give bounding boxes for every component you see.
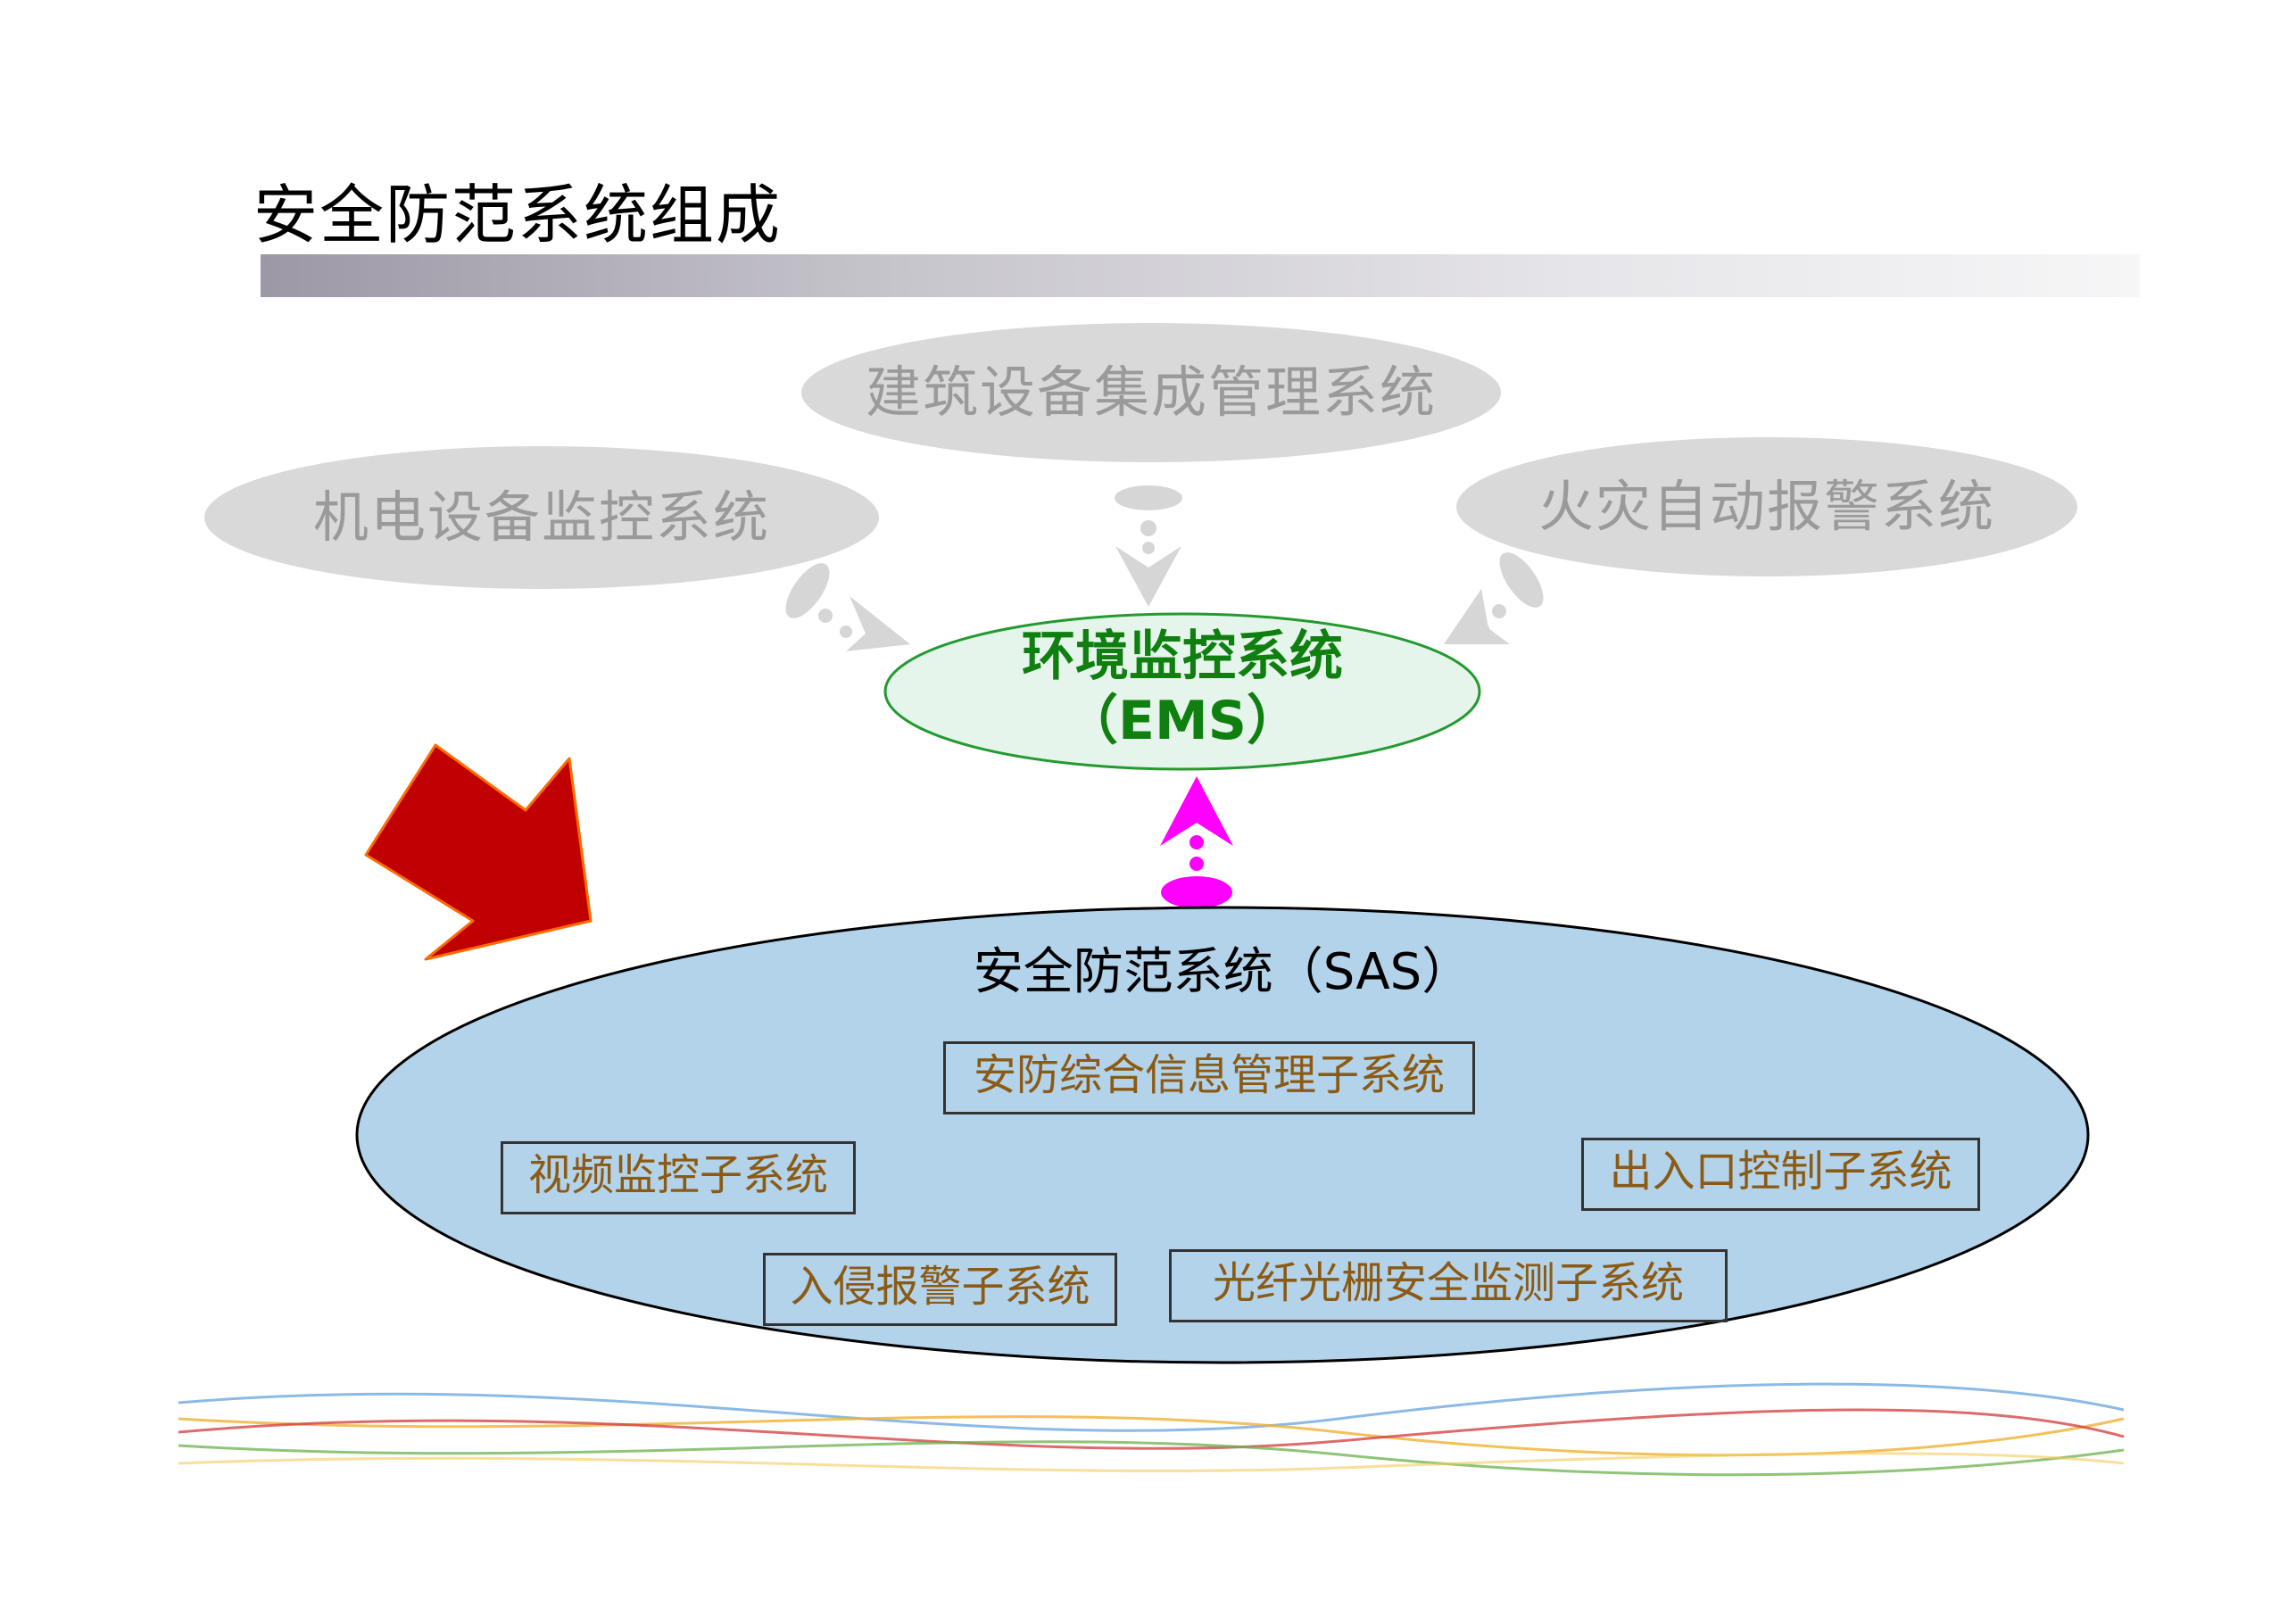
decorative-waves <box>178 1382 2125 1477</box>
sas-name-label: 安全防范系统（SAS） <box>973 943 1472 1001</box>
page-title: 安全防范系统组成 <box>253 178 783 253</box>
subsystem-video-surveillance: 视频监控子系统 <box>501 1141 856 1214</box>
big-red-arrow <box>364 743 593 961</box>
ems-name-label: 环境监控系统 <box>1022 626 1343 688</box>
subsystem-info-management: 安防综合信息管理子系统 <box>943 1041 1475 1114</box>
electro-system-label: 机电设备监控系统 <box>312 485 770 550</box>
building-system-ellipse <box>801 323 1501 462</box>
subsystem-access-control: 出入口控制子系统 <box>1581 1138 1980 1211</box>
title-underline-bar <box>261 254 2140 297</box>
electro-system-ellipse <box>204 446 879 589</box>
building-system-label: 建筑设备集成管理系统 <box>865 360 1437 425</box>
subsystem-fiber-grating-monitoring: 光纤光栅安全监测子系统 <box>1169 1249 1728 1322</box>
sas-ellipse <box>355 906 2090 1364</box>
fire-system-label: 火灾自动报警系统 <box>1538 474 1995 539</box>
subsystem-intrusion-alarm: 入侵报警子系统 <box>763 1253 1117 1326</box>
connector-electro-to-ems <box>785 563 910 651</box>
fire-system-ellipse <box>1456 437 2077 576</box>
ems-ellipse <box>883 612 1481 771</box>
ems-abbr-label: （EMS） <box>1065 690 1300 752</box>
connector-fire-to-ems <box>1444 552 1544 644</box>
connector-sas-to-ems <box>1160 776 1233 908</box>
connector-building-to-ems <box>1115 485 1182 607</box>
